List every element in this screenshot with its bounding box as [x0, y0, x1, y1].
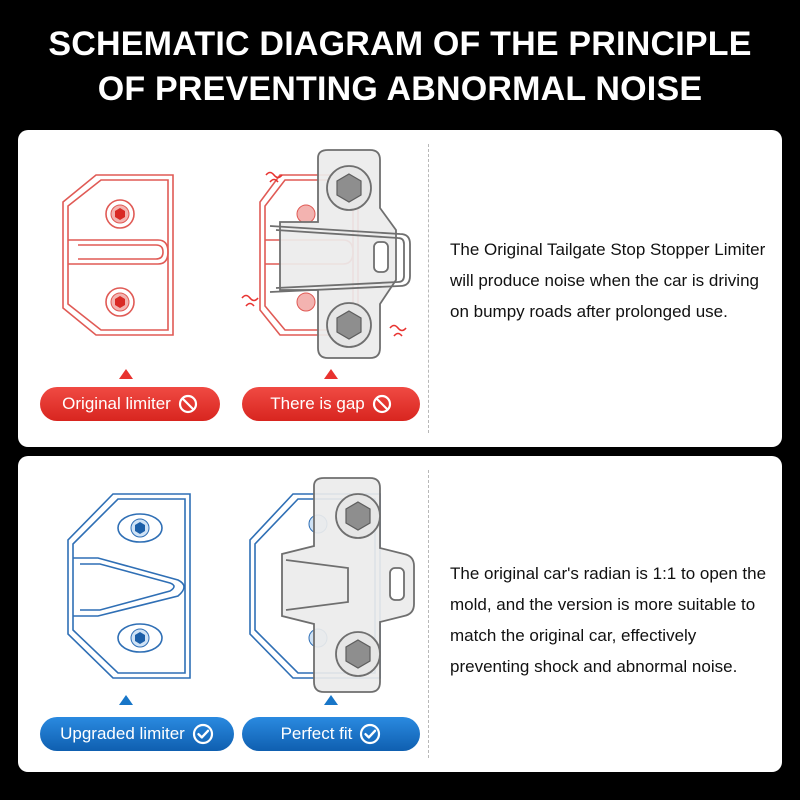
title-line-1: SCHEMATIC DIAGRAM OF THE PRINCIPLE [48, 25, 752, 63]
pointer-arrow-right [324, 695, 338, 705]
there-is-gap-badge: There is gap [242, 387, 420, 421]
upgraded-limiter-plate [67, 493, 191, 679]
panel-divider [428, 470, 429, 758]
perfect-fit-label: Perfect fit [280, 724, 353, 743]
panel-divider [428, 144, 429, 433]
stopper-bolts [335, 493, 381, 677]
pointer-arrow-left [119, 369, 133, 379]
title-line-2: OF PREVENTING ABNORMAL NOISE [97, 70, 703, 108]
original-limiter-diagram [62, 149, 411, 359]
original-limiter-description: The Original Tailgate Stop Stopper Limit… [450, 240, 766, 321]
upgraded-plate-bolts [117, 513, 163, 653]
pointer-arrow-left [119, 695, 133, 705]
original-plate-bolts [105, 199, 135, 317]
stopper-bolts [326, 165, 372, 348]
upgraded-limiter-description: The original car's radian is 1:1 to open… [450, 564, 767, 676]
upgraded-limiter-diagram [67, 477, 415, 693]
original-limiter-plate [62, 174, 174, 336]
upgraded-limiter-panel: Upgraded limiter Perfect fit The origina… [18, 456, 782, 772]
noise-marks [241, 171, 407, 337]
pointer-arrow-right [324, 369, 338, 379]
check-circle-icon [192, 723, 213, 745]
original-limiter-label: Original limiter [62, 394, 171, 413]
original-limiter-badge: Original limiter [40, 387, 220, 421]
upgraded-limiter-label: Upgraded limiter [60, 724, 185, 743]
there-is-gap-label: There is gap [270, 394, 365, 413]
check-circle-icon [360, 723, 381, 745]
prohibited-icon [372, 394, 391, 414]
perfect-fit-badge: Perfect fit [242, 717, 420, 751]
upgraded-limiter-badge: Upgraded limiter [40, 717, 234, 751]
page-title: SCHEMATIC DIAGRAM OF THE PRINCIPLE OF PR… [0, 22, 800, 112]
original-limiter-panel: Original limiter There is gap The Origin… [18, 130, 782, 447]
stopper-overlay [281, 477, 415, 693]
prohibited-icon [178, 394, 197, 414]
